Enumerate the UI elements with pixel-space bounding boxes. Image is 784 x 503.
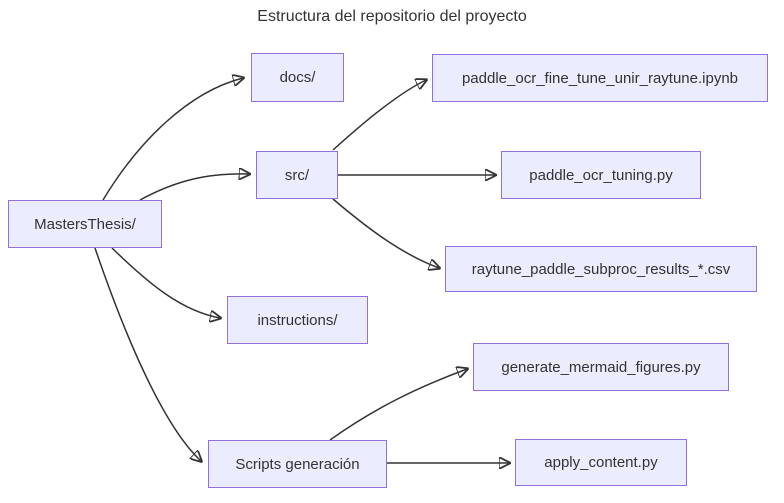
edge-root-src xyxy=(139,174,249,201)
node-apply-content-script-label: apply_content.py xyxy=(544,454,658,471)
node-scripts-generacion: Scripts generación xyxy=(208,440,387,488)
node-paddle-ocr-fine-tune-notebook: paddle_ocr_fine_tune_unir_raytune.ipynb xyxy=(432,54,768,102)
node-docs: docs/ xyxy=(251,53,344,102)
diagram-title: Estructura del repositorio del proyecto xyxy=(257,8,527,25)
node-docs-label: docs/ xyxy=(279,69,316,86)
node-src: src/ xyxy=(256,151,338,199)
edge-src-csv xyxy=(332,198,439,268)
edge-root-instructions xyxy=(111,247,220,318)
node-instructions: instructions/ xyxy=(227,296,368,344)
node-src-label: src/ xyxy=(284,166,310,184)
node-mastersthesis: MastersThesis/ xyxy=(8,200,162,248)
node-generate-mermaid-figures-script-label: generate_mermaid_figures.py xyxy=(501,358,701,376)
edge-scripts-genfig xyxy=(329,369,467,441)
node-raytune-results-csv: raytune_paddle_subproc_results_*.csv xyxy=(445,246,757,292)
node-generate-mermaid-figures-script: generate_mermaid_figures.py xyxy=(473,343,729,391)
node-paddle-ocr-tuning-script: paddle_ocr_tuning.py xyxy=(501,151,701,199)
node-scripts-generacion-label: Scripts generación xyxy=(235,455,360,473)
edge-root-docs xyxy=(102,78,243,201)
edge-src-ipynb xyxy=(332,80,426,151)
node-mastersthesis-label: MastersThesis/ xyxy=(34,215,136,233)
node-instructions-label: instructions/ xyxy=(257,311,338,329)
node-paddle-ocr-fine-tune-notebook-label: paddle_ocr_fine_tune_unir_raytune.ipynb xyxy=(461,69,739,87)
node-paddle-ocr-tuning-script-label: paddle_ocr_tuning.py xyxy=(529,166,673,184)
edge-root-scripts xyxy=(94,247,201,461)
node-raytune-results-csv-label: raytune_paddle_subproc_results_*.csv xyxy=(471,260,731,278)
node-apply-content-script: apply_content.py xyxy=(515,439,687,486)
